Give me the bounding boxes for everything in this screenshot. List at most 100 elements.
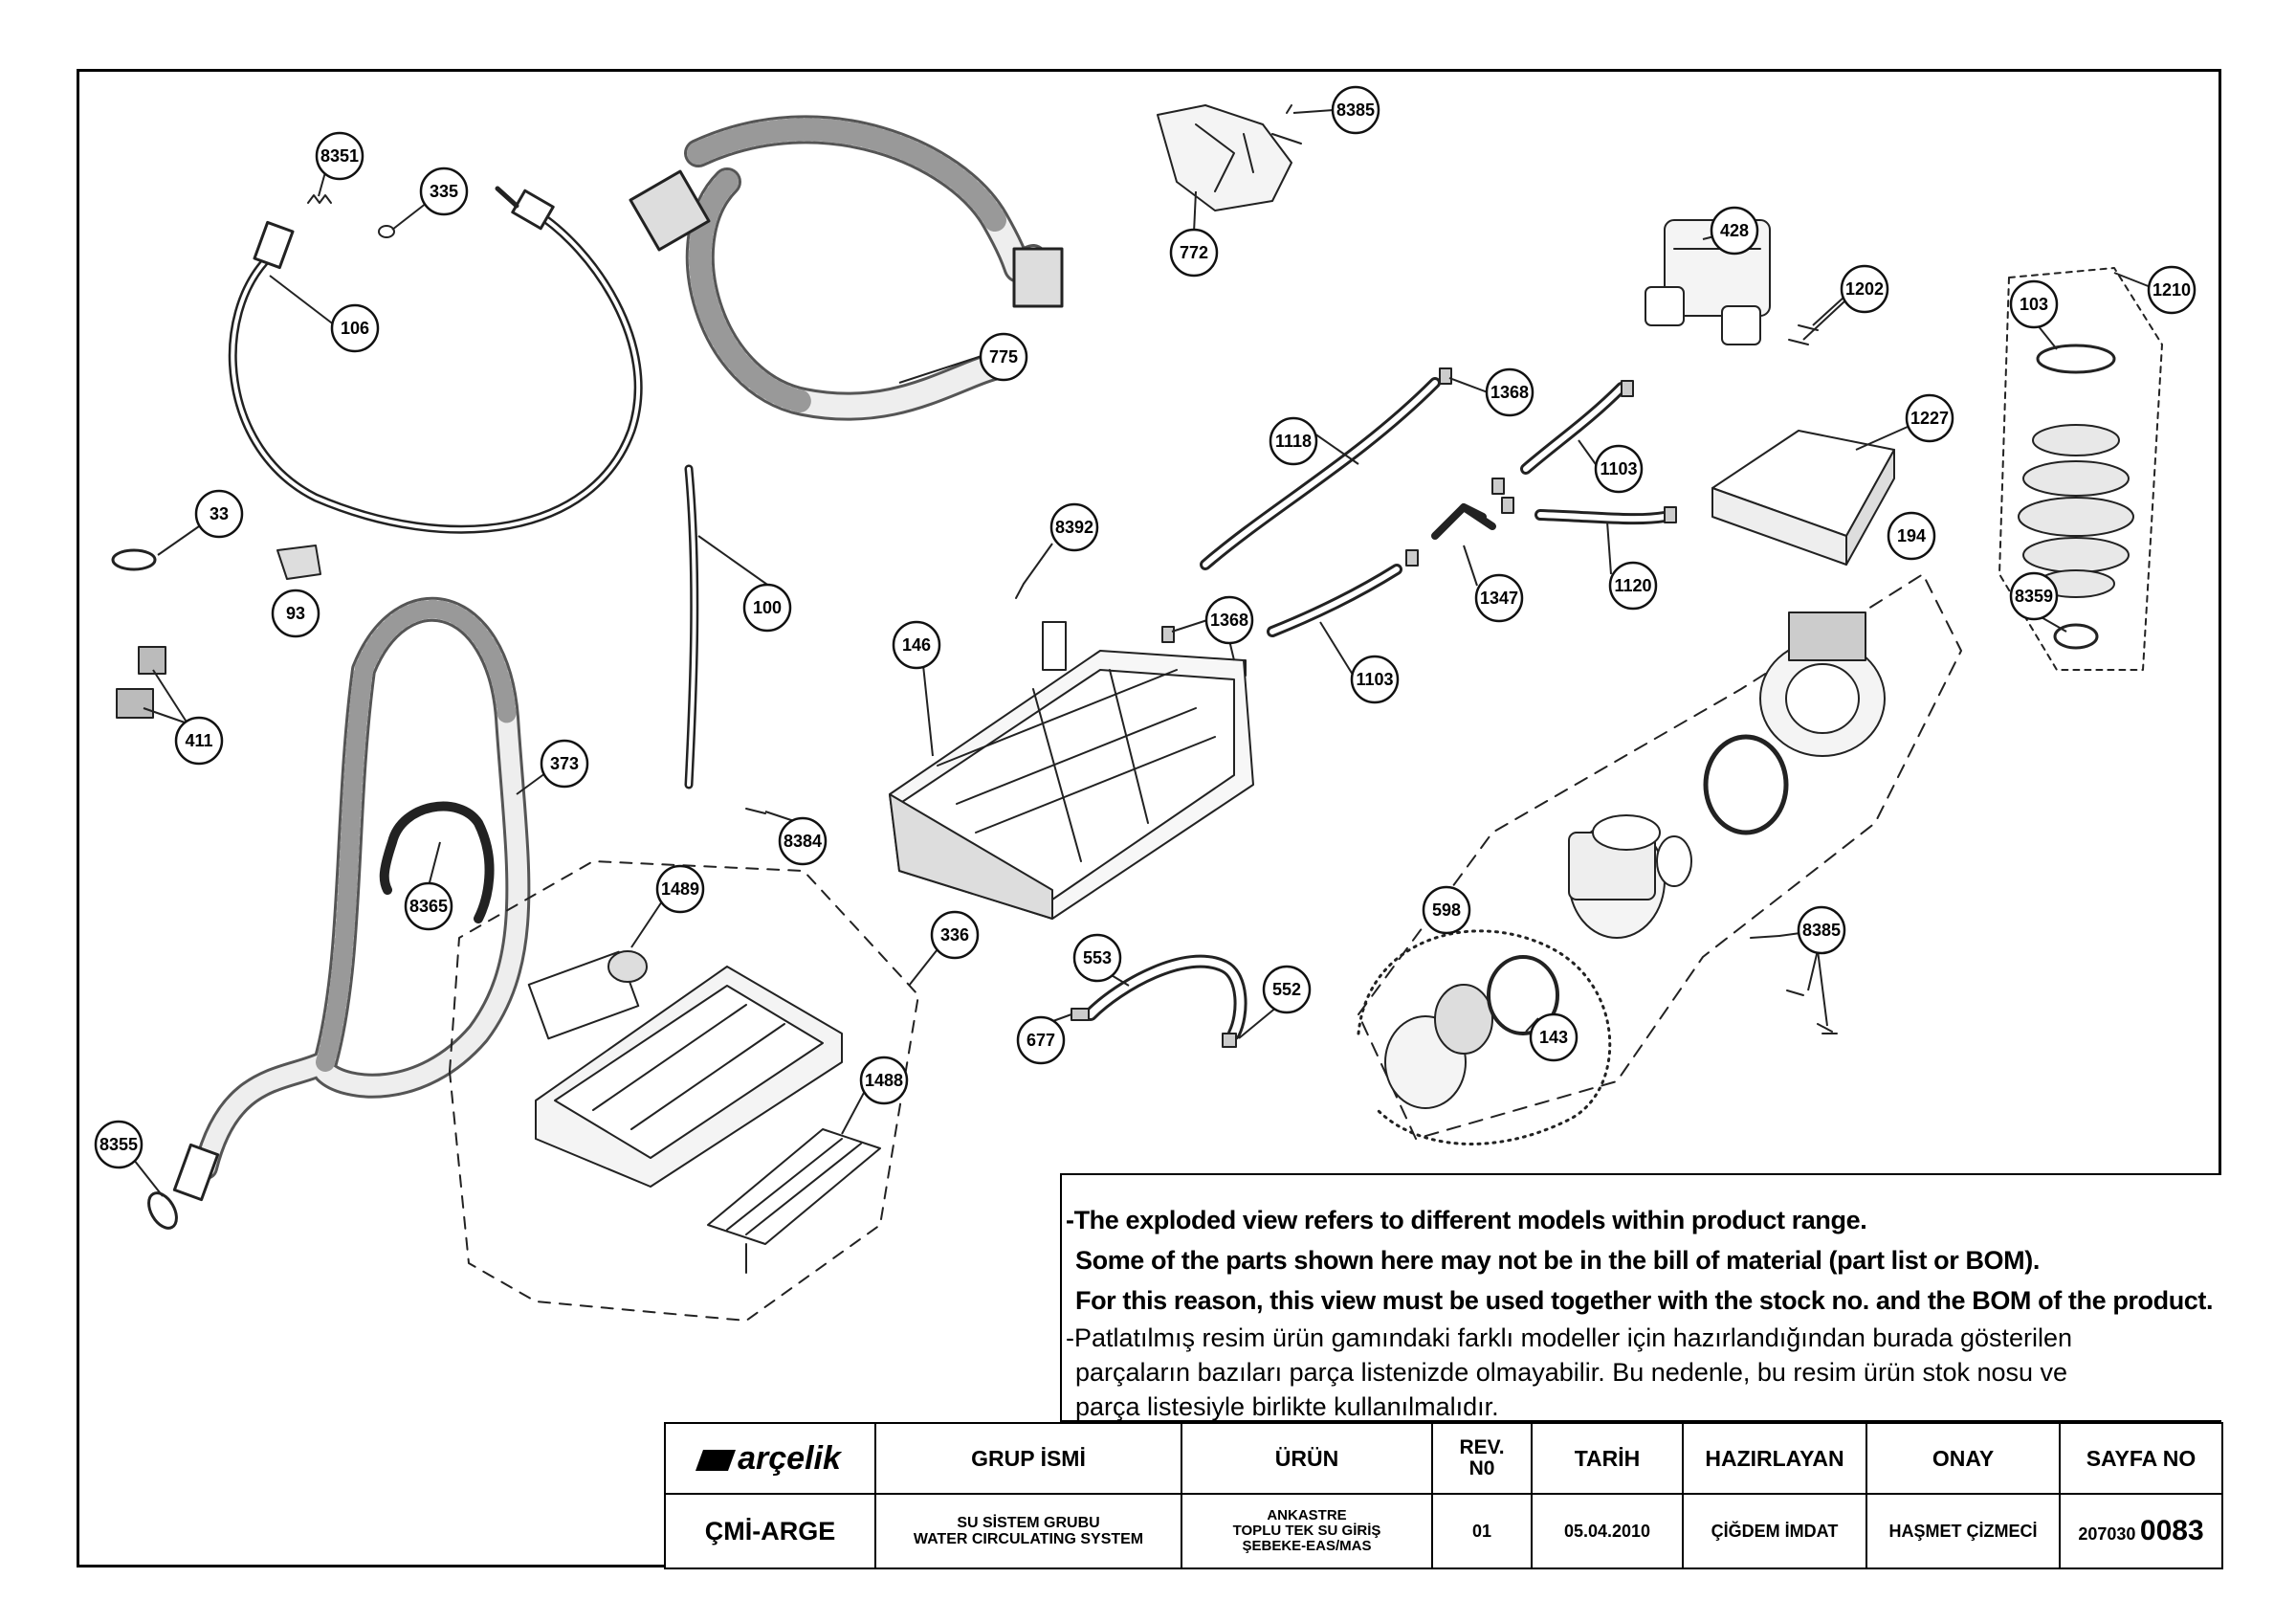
callout-c552: 552 xyxy=(1262,965,1312,1014)
callout-c598: 598 xyxy=(1422,885,1471,935)
callout-c373: 373 xyxy=(540,739,589,789)
callout-number: 1227 xyxy=(1910,409,1949,428)
callout-c1368a: 1368 xyxy=(1485,367,1534,417)
y-connector-1347 xyxy=(1431,503,1496,540)
callout-c1227: 1227 xyxy=(1905,393,1954,443)
callout-c8351: 8351 xyxy=(315,131,364,181)
callout-c8365: 8365 xyxy=(404,881,453,931)
pump-housing xyxy=(1568,814,1692,939)
revision-number: 01 xyxy=(1431,1493,1533,1569)
callout-number: 8351 xyxy=(320,146,359,166)
pump-bellows-assembly-outline xyxy=(1998,267,2163,671)
callout-circle xyxy=(315,131,364,181)
callout-c1202: 1202 xyxy=(1840,264,1889,314)
callout-circle xyxy=(1797,905,1846,955)
callout-circle xyxy=(1905,393,1954,443)
bellows-part xyxy=(2018,424,2134,598)
callout-number: 1488 xyxy=(865,1071,903,1090)
callout-circle xyxy=(1529,1012,1578,1062)
filter-gasket-143 xyxy=(1487,955,1559,1035)
note-tr-line-1: -Patlatılmış resim ürün gamındaki farklı… xyxy=(1066,1323,2073,1352)
callout-c411: 411 xyxy=(174,716,224,766)
callout-number: 33 xyxy=(210,504,229,523)
callout-c1347: 1347 xyxy=(1474,573,1524,623)
callout-c103: 103 xyxy=(2009,279,2059,329)
callout-circle xyxy=(1608,561,1658,611)
callout-number: 411 xyxy=(185,731,212,750)
header-revision: REV.N0 xyxy=(1431,1422,1533,1495)
callout-number: 1368 xyxy=(1490,383,1529,402)
drain-pump-194 xyxy=(1759,611,1886,757)
callout-c8385b: 8385 xyxy=(1797,905,1846,955)
hose-connector-left xyxy=(253,220,295,270)
callout-c1118: 1118 xyxy=(1269,416,1318,466)
callout-circle xyxy=(540,739,589,789)
ring-335 xyxy=(378,225,395,238)
callout-c33: 33 xyxy=(194,489,244,539)
callout-number: 8359 xyxy=(2015,587,2053,606)
logo-mark-icon xyxy=(695,1449,737,1471)
callout-c8385a: 8385 xyxy=(1331,85,1380,135)
callout-circle xyxy=(859,1056,909,1105)
callout-circle xyxy=(1887,511,1936,561)
callout-number: 143 xyxy=(1539,1028,1568,1047)
callout-number: 106 xyxy=(341,319,369,338)
callout-c8384: 8384 xyxy=(778,816,828,866)
callout-number: 8384 xyxy=(784,832,822,851)
callout-number: 93 xyxy=(286,604,305,623)
callout-c772: 772 xyxy=(1169,228,1219,278)
callout-number: 336 xyxy=(940,925,969,945)
callout-c336: 336 xyxy=(930,910,980,960)
callout-circle xyxy=(194,489,244,539)
callout-c143: 143 xyxy=(1529,1012,1578,1062)
callout-c8392: 8392 xyxy=(1049,502,1099,552)
callout-number: 8392 xyxy=(1055,518,1093,537)
callout-circle xyxy=(1710,206,1759,256)
prepared-by-value: ÇİĞDEM İMDAT xyxy=(1682,1493,1867,1569)
callout-circle xyxy=(2009,571,2059,621)
note-en-line-2: Some of the parts shown here may not be … xyxy=(1075,1246,2040,1275)
callout-number: 772 xyxy=(1180,243,1208,262)
drawer-assembly-outline xyxy=(449,860,919,1322)
callout-circle xyxy=(930,910,980,960)
hose-bracket-8365 xyxy=(379,801,495,923)
callout-number: 8385 xyxy=(1802,921,1841,940)
callout-c146: 146 xyxy=(892,620,941,670)
callout-c8359: 8359 xyxy=(2009,571,2059,621)
callout-circle xyxy=(2009,279,2059,329)
callout-circle xyxy=(742,583,792,633)
disclaimer-note: -The exploded view refers to different m… xyxy=(1060,1173,2221,1422)
callout-number: 553 xyxy=(1083,948,1112,967)
callout-c100: 100 xyxy=(742,583,792,633)
note-en-line-3: For this reason, this view must be used … xyxy=(1075,1286,2214,1315)
page-number: 207030 0083 xyxy=(2059,1493,2223,1569)
callout-circle xyxy=(1331,85,1380,135)
callout-number: 1368 xyxy=(1210,611,1248,630)
callout-number: 1103 xyxy=(1600,459,1637,478)
callout-c335: 335 xyxy=(419,167,469,216)
callout-c1488: 1488 xyxy=(859,1056,909,1105)
callout-circle xyxy=(94,1120,144,1169)
brand-logo: arçelik xyxy=(664,1422,876,1495)
callout-circle xyxy=(1594,444,1644,494)
callout-number: 100 xyxy=(753,598,782,617)
callout-c8355: 8355 xyxy=(94,1120,144,1169)
callout-number: 194 xyxy=(1897,526,1926,545)
callout-number: 1489 xyxy=(661,879,699,899)
callout-c1368b: 1368 xyxy=(1204,595,1254,645)
cover-plate-1227 xyxy=(1711,430,1895,566)
detergent-drawer-1489 xyxy=(527,950,843,1188)
callout-circle xyxy=(655,864,705,914)
callout-c1103a: 1103 xyxy=(1594,444,1644,494)
pump-filter-598 xyxy=(1384,984,1493,1109)
callout-c428: 428 xyxy=(1710,206,1759,256)
callout-number: 1202 xyxy=(1845,279,1884,299)
callout-circle xyxy=(1422,885,1471,935)
callout-circle xyxy=(1350,655,1400,704)
callout-number: 598 xyxy=(1432,900,1461,920)
callout-c775: 775 xyxy=(979,332,1028,382)
callout-number: 8355 xyxy=(99,1135,138,1154)
header-approved-by: ONAY xyxy=(1866,1422,2061,1495)
